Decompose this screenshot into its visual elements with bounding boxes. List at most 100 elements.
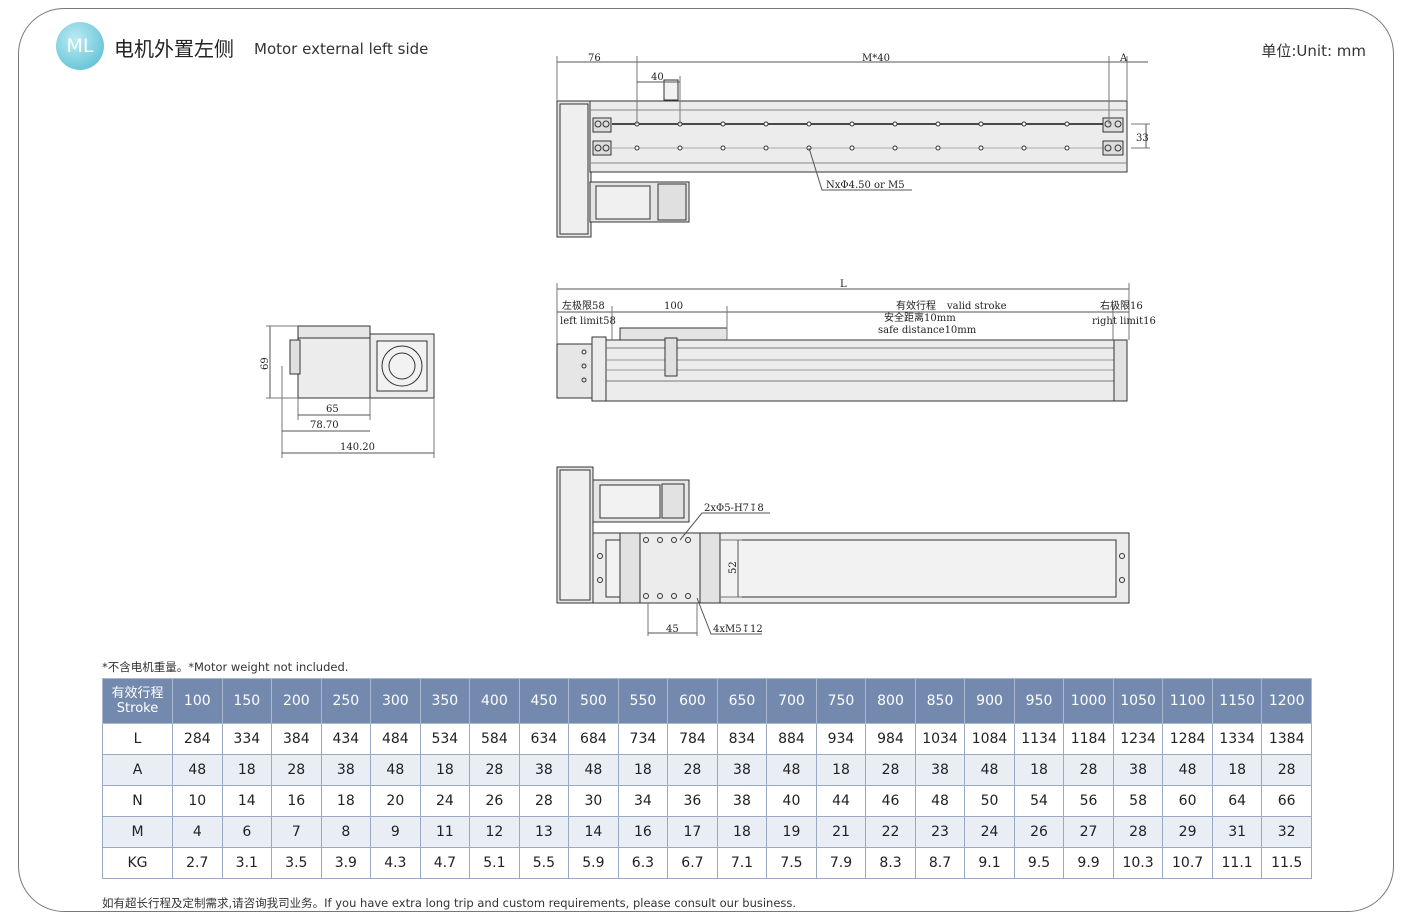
table-cell: 8 [320,816,372,848]
row-label: A [101,754,174,786]
table-cell: 28 [1063,754,1114,786]
table-cell: 34 [617,785,669,817]
table-cell: 23 [914,816,966,848]
table-cell: 7.1 [716,847,768,879]
table-cell: 484 [370,723,421,755]
table-cell: 1384 [1261,723,1312,755]
stroke-header-value: 400 [469,678,520,724]
row-label: KG [101,847,174,879]
motor-weight-note: *不含电机重量。*Motor weight not included. [102,660,349,674]
table-cell: 38 [716,754,768,786]
table-cell: 11 [419,816,471,848]
table-cell: 38 [716,785,768,817]
page-title-en: Motor external left side [254,40,429,58]
table-cell: 48 [964,754,1015,786]
dim-m40: M*40 [862,53,890,64]
table-cell: 11.1 [1211,847,1263,879]
table-cell: 284 [172,723,223,755]
table-cell: 1034 [914,723,966,755]
table-cell: 534 [419,723,471,755]
page-title-cn: 电机外置左侧 [114,37,234,61]
table-cell: 60 [1162,785,1213,817]
table-cell: 14 [568,816,619,848]
table-cell: 10.3 [1112,847,1164,879]
table-cell: 18 [617,754,669,786]
table-cell: 24 [964,816,1015,848]
table-cell: 12 [469,816,520,848]
table-cell: 48 [172,754,223,786]
stroke-header-value: 1200 [1261,678,1312,724]
table-cell: 834 [716,723,768,755]
table-cell: 984 [865,723,916,755]
valid-stroke-cn: 有效行程 [896,299,936,312]
table-cell: 44 [815,785,867,817]
table-cell: 29 [1162,816,1213,848]
table-cell: 5.5 [518,847,570,879]
row-label: M [101,816,174,848]
table-cell: 58 [1112,785,1164,817]
stroke-header-value: 1000 [1063,678,1114,724]
dim-a: A [1119,53,1128,64]
stroke-header-value: 900 [964,678,1015,724]
end-view-drawing [266,325,435,458]
table-cell: 28 [518,785,570,817]
table-cell: 18 [815,754,867,786]
dim-69: 69 [260,357,271,370]
table-cell: 14 [221,785,273,817]
table-cell: 24 [419,785,471,817]
dim-33: 33 [1136,133,1149,144]
table-cell: 18 [1211,754,1263,786]
table-cell: 9.9 [1063,847,1114,879]
table-cell: 18 [1013,754,1065,786]
right-limit-en: right limit16 [1092,316,1156,327]
table-cell: 31 [1211,816,1263,848]
table-cell: 7.5 [766,847,817,879]
stroke-header-value: 200 [271,678,322,724]
table-cell: 28 [865,754,916,786]
table-cell: 6.7 [667,847,718,879]
dim-l: L [840,279,847,290]
table-cell: 38 [1112,754,1164,786]
table-cell: 38 [518,754,570,786]
stroke-header-value: 250 [320,678,372,724]
technical-drawings: 76 M*40 40 A 33 NxΦ4.50 or M5 L 左极限58 le… [260,53,1156,636]
dim-52: 52 [728,561,739,574]
table-cell: 48 [1162,754,1213,786]
stroke-header-value: 550 [617,678,669,724]
custom-request-note: 如有超长行程及定制需求,请咨询我司业务。If you have extra lo… [102,896,797,910]
stroke-header-value: 850 [914,678,966,724]
table-cell: 434 [320,723,372,755]
table-cell: 22 [865,816,916,848]
bottom-view-drawing [556,466,1130,636]
stroke-header-value: 100 [172,678,223,724]
table-cell: 1284 [1162,723,1213,755]
stroke-header-value: 650 [716,678,768,724]
right-limit-cn: 右极限16 [1100,299,1143,312]
table-cell: 3.9 [320,847,372,879]
series-badge: ML [56,22,104,70]
table-cell: 48 [370,754,421,786]
table-cell: 20 [370,785,421,817]
table-cell: 3.5 [271,847,322,879]
table-cell: 26 [469,785,520,817]
dim-40: 40 [651,72,664,83]
table-cell: 18 [221,754,273,786]
table-cell: 36 [667,785,718,817]
table-cell: 3.1 [221,847,273,879]
stroke-header-en: Stroke [116,701,159,716]
table-cell: 56 [1063,785,1114,817]
dim-76: 76 [588,53,601,64]
row-label: L [101,723,174,755]
table-cell: 28 [271,754,322,786]
safe-distance-cn: 安全距离10mm [884,311,956,324]
page-frame [18,8,1394,912]
table-cell: 28 [667,754,718,786]
table-cell: 884 [766,723,817,755]
table-cell: 54 [1013,785,1065,817]
